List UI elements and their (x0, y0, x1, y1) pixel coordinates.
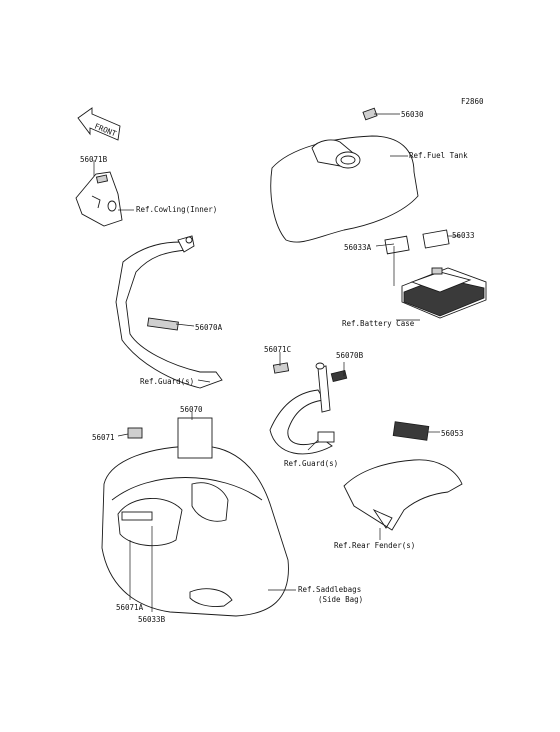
label-ref-guard-mid: Ref.Guard(s) (284, 459, 338, 468)
rear-fender-part (343, 421, 463, 531)
label-56033: 56033 (452, 231, 475, 240)
label-56070b: 56070B (336, 351, 364, 360)
label-56030: 56030 (401, 110, 424, 119)
label-ref-saddlebags: Ref.Saddlebags (298, 585, 361, 594)
label-ref-battery-case: Ref.Battery Case (342, 319, 415, 328)
label-56071c: 56071C (264, 345, 291, 354)
label-56071: 56071 (92, 433, 115, 442)
label-56053: 56053 (441, 429, 464, 438)
battery-case-part (384, 229, 487, 319)
leader-lines (93, 113, 460, 612)
figure-code: F2860 (461, 97, 484, 106)
guard-left-part (115, 235, 223, 389)
label-56070a: 56070A (195, 323, 223, 332)
front-arrow-icon: FRONT (77, 107, 121, 141)
saddlebag-part (101, 417, 289, 617)
label-56071b: 56071B (80, 155, 108, 164)
label-56033b: 56033B (138, 615, 166, 624)
label-ref-fuel-tank: Ref.Fuel Tank (409, 151, 468, 160)
label-ref-guard-left: Ref.Guard(s) (140, 377, 194, 386)
label-ref-cowling-inner: Ref.Cowling(Inner) (136, 205, 217, 214)
fuel-tank-part (270, 107, 419, 243)
label-56071a: 56071A (116, 603, 144, 612)
label-56070: 56070 (180, 405, 203, 414)
label-56033a: 56033A (344, 243, 372, 252)
label-side-bag: (Side Bag) (318, 595, 363, 604)
label-ref-rear-fender: Ref.Rear Fender(s) (334, 541, 415, 550)
cowling-inner-part (75, 171, 123, 227)
guard-mid-part (269, 362, 348, 455)
